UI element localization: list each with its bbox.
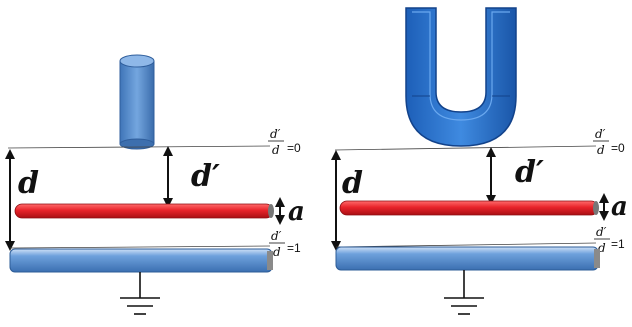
svg-text:=0: =0: [611, 141, 625, 155]
svg-text:d: d: [598, 241, 606, 255]
fraction-label-top-right: d′ d =0: [593, 127, 625, 157]
svg-text:d′: d′: [271, 229, 282, 243]
svg-text:=1: =1: [611, 237, 625, 251]
svg-text:=0: =0: [287, 141, 301, 155]
svg-text:d: d: [273, 245, 281, 259]
fraction-label-bottom-right: d′ d =1: [594, 225, 625, 255]
left-panel: d′ d =0 d d′ a d′ d =1: [5, 54, 305, 315]
d-prime-label: d′: [191, 159, 220, 194]
ground-plate-right: [335, 246, 600, 271]
movable-plate: [14, 203, 274, 219]
a-label-right: a: [611, 192, 628, 222]
ground-plate: [9, 248, 273, 273]
fraction-label-top: d′ d =0: [268, 127, 301, 157]
d-prime-label-right: d′: [515, 155, 544, 190]
svg-text:d: d: [272, 143, 280, 157]
svg-text:d′: d′: [596, 225, 607, 239]
fraction-label-bottom: d′ d =1: [269, 229, 301, 259]
svg-text:=1: =1: [287, 241, 301, 255]
ground-symbol-icon-right: [444, 270, 484, 315]
a-label: a: [288, 197, 305, 227]
svg-text:d′: d′: [595, 127, 606, 141]
svg-text:d′: d′: [270, 127, 281, 141]
svg-text:d: d: [597, 143, 605, 157]
cylinder-probe-icon: [119, 54, 155, 150]
u-shaped-magnet-icon: [405, 7, 517, 147]
ground-symbol-icon: [120, 272, 160, 315]
right-panel: d′ d =0 d d′ a d′ d =1: [331, 7, 628, 315]
reference-line-bottom: [9, 245, 271, 249]
d-label-right: d: [342, 166, 363, 201]
reference-line-bottom-right: [335, 242, 597, 248]
d-label: d: [18, 166, 39, 201]
movable-plate-right: [339, 200, 599, 216]
reference-line-top-right: [334, 145, 597, 151]
reference-line-top: [7, 145, 271, 149]
